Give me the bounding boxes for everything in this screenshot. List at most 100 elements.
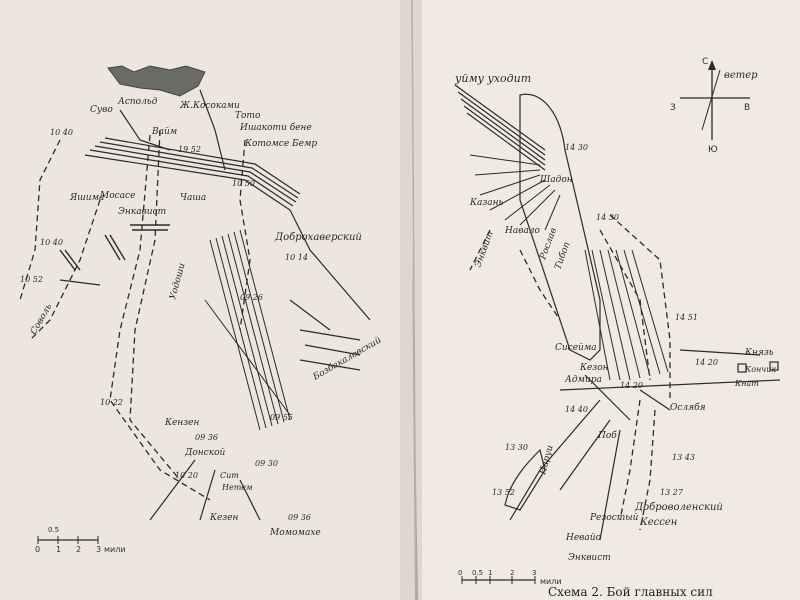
ship-marker [737, 363, 747, 373]
time-label: 10 40 [40, 238, 63, 247]
map-label: Казань [469, 198, 504, 208]
time-label: 19 52 [178, 145, 201, 154]
map-label: уйму уходит [454, 72, 531, 85]
map-label: Момомахе [269, 528, 321, 538]
compass-wind: ветер [724, 70, 758, 81]
time-label: 09 36 [195, 433, 218, 442]
enemy-loop-track [519, 93, 601, 361]
map-label: Ж.Косоками [179, 101, 240, 111]
fan-arrows [469, 154, 561, 231]
map-label: Навало [504, 226, 541, 236]
solid-tracks-right [509, 349, 781, 541]
map-label: Котомсе Бемр [244, 139, 317, 149]
page-fold [411, 0, 417, 600]
compass-south: Ю [708, 145, 718, 155]
left-page [0, 0, 415, 600]
time-label: 09 36 [288, 513, 311, 522]
map-label: Кезен [209, 513, 239, 523]
time-label: 13 30 [505, 443, 528, 452]
scale-tick: 0.5 [472, 569, 483, 577]
map-label: Тото [235, 111, 261, 121]
map-label: Чаша [180, 193, 206, 203]
compass-north: С [702, 57, 708, 67]
map-label: Кончик [744, 365, 776, 374]
map-label: Резостый [589, 513, 639, 523]
map-label: Доброволенский [634, 502, 723, 513]
time-label: 14 40 [565, 405, 588, 414]
time-label: 14 51 [675, 313, 698, 322]
compass-west: З [670, 103, 676, 113]
left-battle-map [19, 65, 371, 521]
map-label: Суво [90, 105, 113, 115]
scale-units: мили [104, 545, 126, 554]
ship-loop-track [504, 448, 546, 511]
map-label: Кезон [579, 363, 609, 373]
left-map-labels: Суво Аспольд Ж.Косоками Тото Ишакоти бен… [29, 97, 383, 538]
map-label: Энкавист [118, 207, 166, 217]
left-scale-bar: 0.5 0 1 2 3 мили [35, 526, 126, 554]
map-label: Мосасе [99, 191, 135, 201]
ship-marker [769, 361, 779, 371]
right-time-labels: 14 30 14 30 14 51 14 20 14 40 13 30 13 4… [492, 143, 718, 497]
time-label: 13 43 [672, 453, 695, 462]
scale-tick: 0 [35, 545, 40, 554]
left-time-labels: 10 40 19 52 10 50 10 14 09 55 09 36 09 3… [20, 128, 311, 522]
time-label: 10 14 [285, 253, 308, 262]
north-arrow-icon [708, 60, 716, 70]
time-label: 09 30 [255, 459, 278, 468]
time-label: 14 30 [596, 213, 619, 222]
map-label: Ишакоти бене [239, 122, 312, 133]
island-shape [107, 65, 206, 97]
scale-sub-label: 0.5 [48, 526, 59, 534]
time-label: 10 40 [50, 128, 73, 137]
scale-tick: 2 [76, 545, 81, 554]
ship-marks [59, 224, 170, 271]
map-label: Доброхаверский [274, 232, 362, 243]
time-label: 13 52 [492, 488, 515, 497]
time-label: 10 22 [100, 398, 123, 407]
map-label: Ослябя [670, 402, 706, 413]
dashed-tracks [19, 129, 251, 501]
map-label: Донской [184, 448, 225, 458]
map-label: Шадон [539, 175, 573, 185]
map-label: Поб [597, 430, 617, 441]
scale-units: мили [540, 577, 562, 586]
time-label: 13 27 [660, 488, 684, 497]
map-label: Аспольд [117, 97, 158, 107]
map-label: Сисейма [555, 343, 597, 353]
time-label: 10 20 [175, 471, 198, 480]
scale-tick: 3 [96, 545, 101, 554]
track-bundle-main [84, 137, 301, 211]
track-bundle-top [454, 84, 546, 171]
compass-east: В [744, 103, 750, 113]
map-label: Князь [744, 348, 774, 358]
scale-tick: 1 [56, 545, 61, 554]
hatched-formation [204, 229, 291, 431]
compass-rose: С Ю З В ветер [670, 57, 758, 155]
map-label: Нетем [221, 483, 253, 492]
map-label: Кессен [639, 517, 677, 528]
time-label: 14 20 [695, 358, 718, 367]
time-label: 09 55 [270, 413, 293, 422]
map-label: Вайм [151, 127, 177, 137]
time-label: 09 26 [240, 293, 263, 302]
book-gutter [400, 0, 422, 600]
map-label: Яшима [69, 193, 104, 203]
map-label: Энквист [568, 553, 611, 563]
wind-arrow-icon [701, 69, 721, 131]
time-label: 14 20 [620, 381, 643, 390]
scale-tick: 2 [510, 569, 514, 577]
figure-caption: Схема 2. Бой главных сил [548, 585, 713, 599]
scale-tick: 1 [488, 569, 492, 577]
map-label: Кензен [164, 418, 199, 428]
map-label: Кнат [734, 379, 759, 388]
right-scale-bar: 0 0.5 1 2 3 мили [458, 569, 562, 586]
time-label: 10 52 [20, 275, 43, 284]
map-label: Адмира [564, 375, 602, 385]
map-label: Невайо [565, 533, 602, 543]
map-label: Сит [220, 471, 239, 480]
time-label: 10 50 [232, 179, 255, 188]
dashed-tracks-right [469, 214, 671, 531]
scale-tick: 0 [458, 569, 462, 577]
